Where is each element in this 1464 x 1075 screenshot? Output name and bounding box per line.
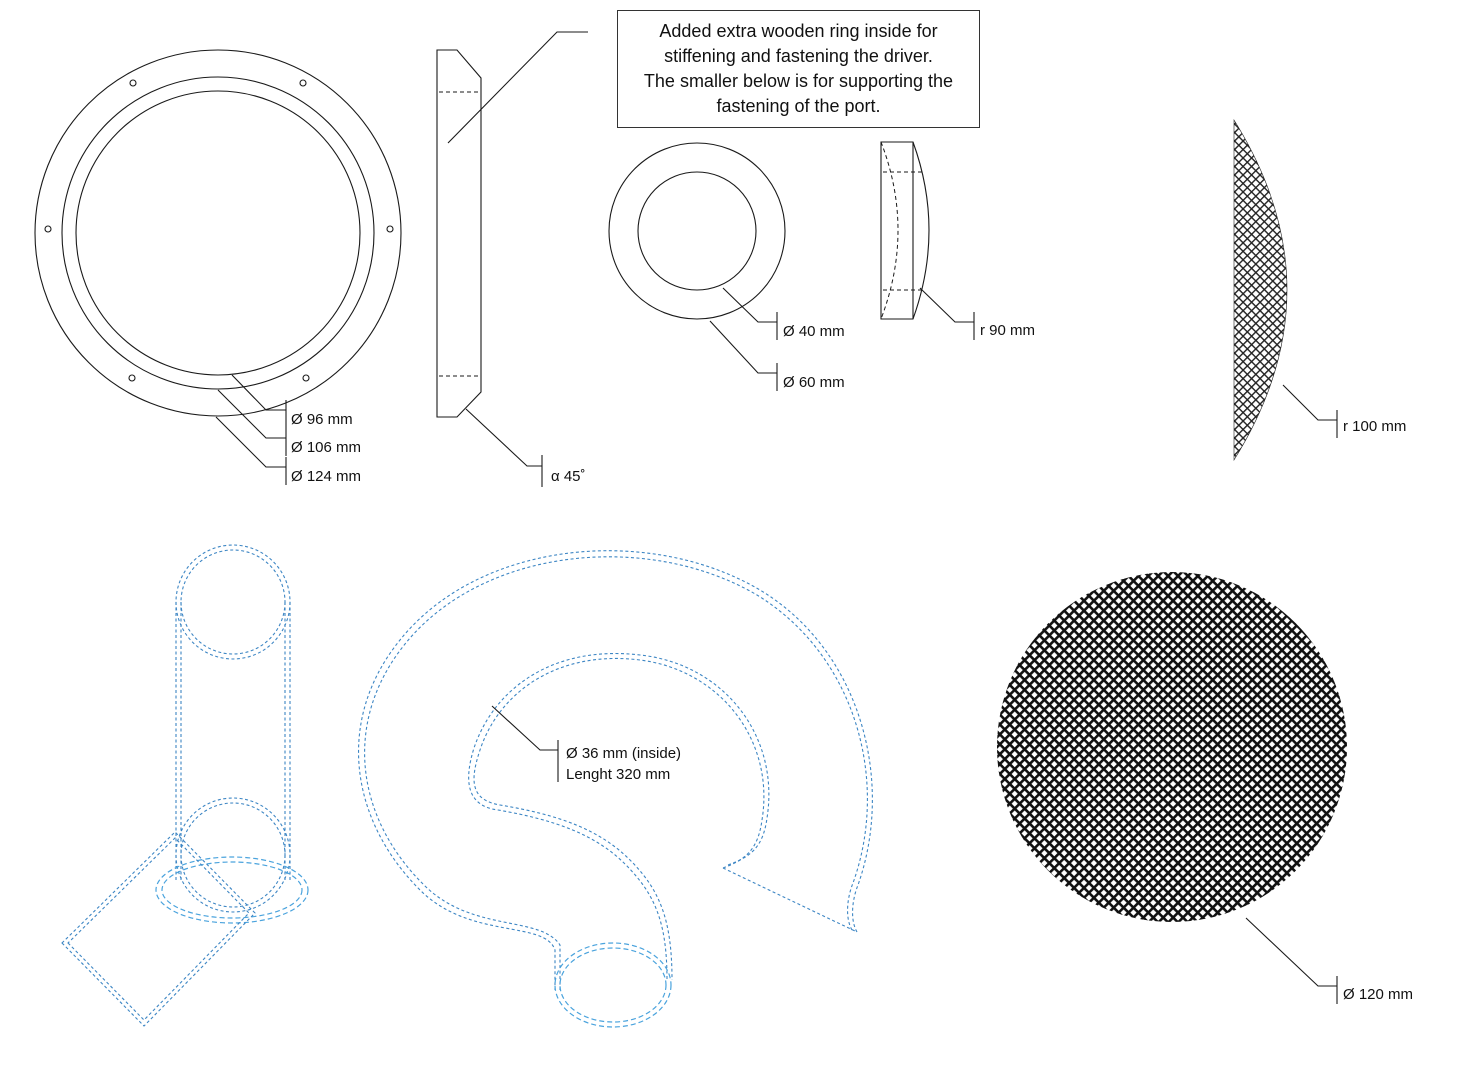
dimension-label-120: Ø 120 mm — [1343, 986, 1414, 1003]
dimension-label-106: Ø 106 mm — [291, 439, 362, 456]
port-diameter-label: Ø 36 mm (inside) — [566, 745, 682, 762]
ring-side-profile — [436, 31, 588, 487]
grille-front — [997, 572, 1347, 1004]
driver-mounting-ring — [34, 49, 402, 485]
port-length-label: Lenght 320 mm — [566, 766, 671, 783]
annotation-note-box: Added extra wooden ring inside for stiff… — [617, 10, 980, 128]
radius-label-100: r 100 mm — [1343, 418, 1407, 435]
radius-label-90: r 90 mm — [980, 322, 1036, 339]
note-line-1: Added extra wooden ring inside for — [659, 21, 938, 41]
port-ring-side-profile — [880, 141, 975, 340]
port-tube-straight — [61, 544, 309, 1027]
port-support-ring — [608, 142, 786, 391]
dimension-leaders-ring — [215, 374, 287, 485]
dimension-label-96: Ø 96 mm — [291, 411, 353, 428]
note-line-4: fastening of the port. — [716, 96, 881, 116]
note-line-3: The smaller below is for supporting the — [643, 71, 954, 91]
port-tube-curved — [357, 550, 873, 1028]
angle-label: α 45˚ — [551, 468, 586, 485]
dimension-label-60: Ø 60 mm — [783, 374, 845, 391]
note-line-2: stiffening and fastening the driver. — [664, 46, 933, 66]
dimension-label-124: Ø 124 mm — [291, 468, 362, 485]
grille-side-profile — [1233, 118, 1338, 462]
screw-holes — [44, 79, 394, 382]
dimension-label-40: Ø 40 mm — [783, 323, 845, 340]
